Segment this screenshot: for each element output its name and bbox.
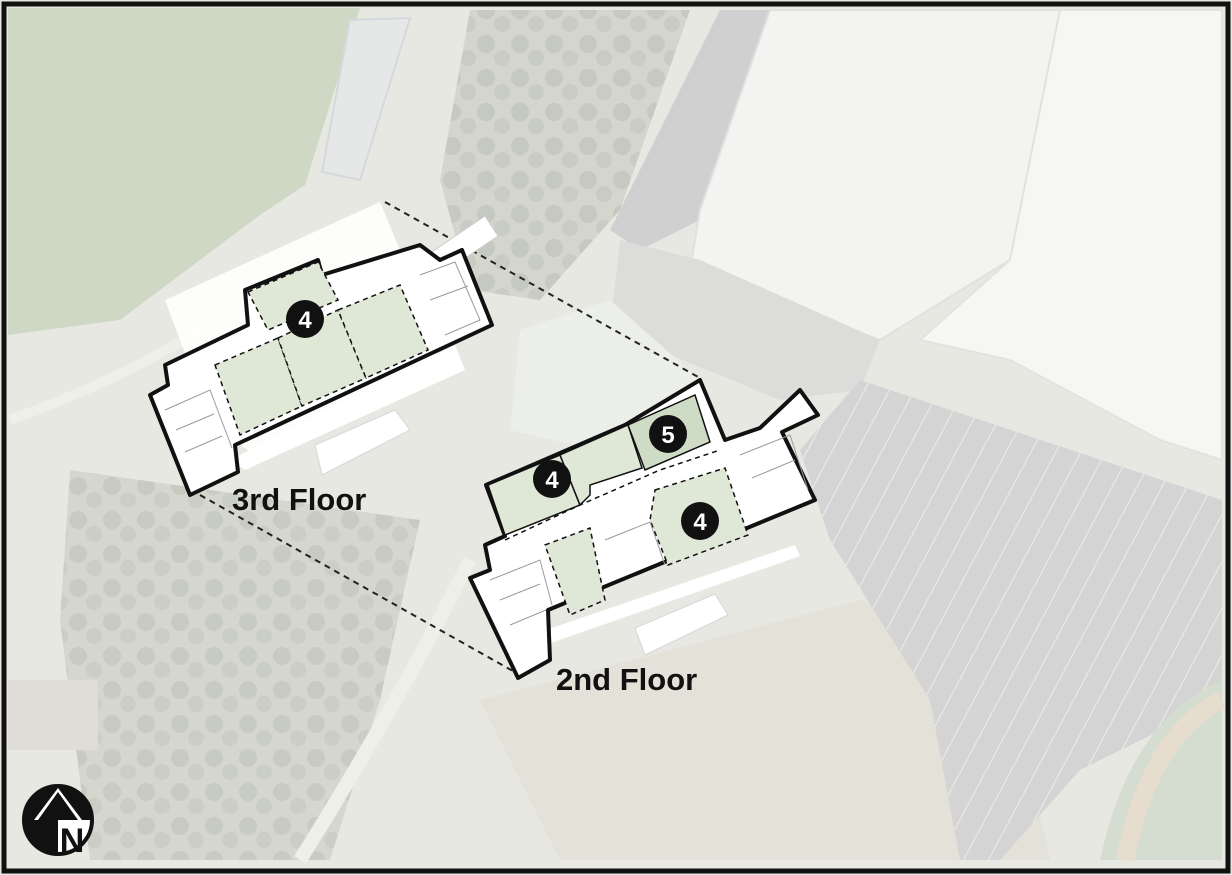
badge-number: 4: [545, 467, 559, 494]
north-arrow-icon: N: [22, 784, 94, 860]
entry-steps-3rd: [314, 409, 411, 476]
rooms-2nd: [489, 434, 809, 626]
space-badges: 4 4 5 4: [286, 300, 719, 540]
walking-path-2: [8, 325, 203, 425]
house-roof: [8, 680, 98, 750]
parking-lot: [800, 380, 1222, 860]
field-bleachers: [320, 16, 412, 182]
space-2nd-center: [544, 526, 606, 617]
label-2nd-floor: 2nd Floor: [556, 662, 697, 697]
canopy-2nd: [540, 545, 800, 645]
footprint-2nd: [468, 378, 820, 680]
dark-wall-edge: [610, 10, 770, 250]
badge-number: 4: [693, 509, 707, 536]
walking-path: [294, 556, 477, 864]
tree-band: [440, 10, 690, 300]
rooms-3rd: [164, 261, 481, 453]
badge-3rd-floor-space: 4: [286, 300, 324, 338]
connector-line-top: [384, 201, 701, 379]
badge-number: 4: [298, 307, 312, 334]
sports-field: [8, 8, 360, 335]
entry-steps-2nd: [634, 593, 729, 656]
badge-2nd-floor-space-east: 4: [681, 502, 719, 540]
label-3rd-floor: 3rd Floor: [232, 482, 366, 517]
floor-connector-lines: [199, 201, 701, 676]
space-3rd-north: [246, 261, 340, 331]
corridor-2nd: [504, 449, 721, 541]
badge-2nd-floor-space-5: 5: [649, 415, 687, 453]
badge-number: 5: [661, 422, 674, 449]
ballfield-dirt: [1116, 691, 1227, 862]
floor-plan-3rd: [148, 202, 499, 497]
space-3rd-a: [214, 336, 303, 437]
canopy-3rd: [230, 345, 465, 470]
roof-annex: [610, 240, 880, 400]
north-letter: N: [60, 822, 85, 860]
roof-east: [917, 9, 1223, 462]
badge-2nd-floor-space-northwest: 4: [533, 460, 571, 498]
scrub-area-south: [480, 600, 1050, 860]
space-3rd-c: [337, 284, 429, 380]
